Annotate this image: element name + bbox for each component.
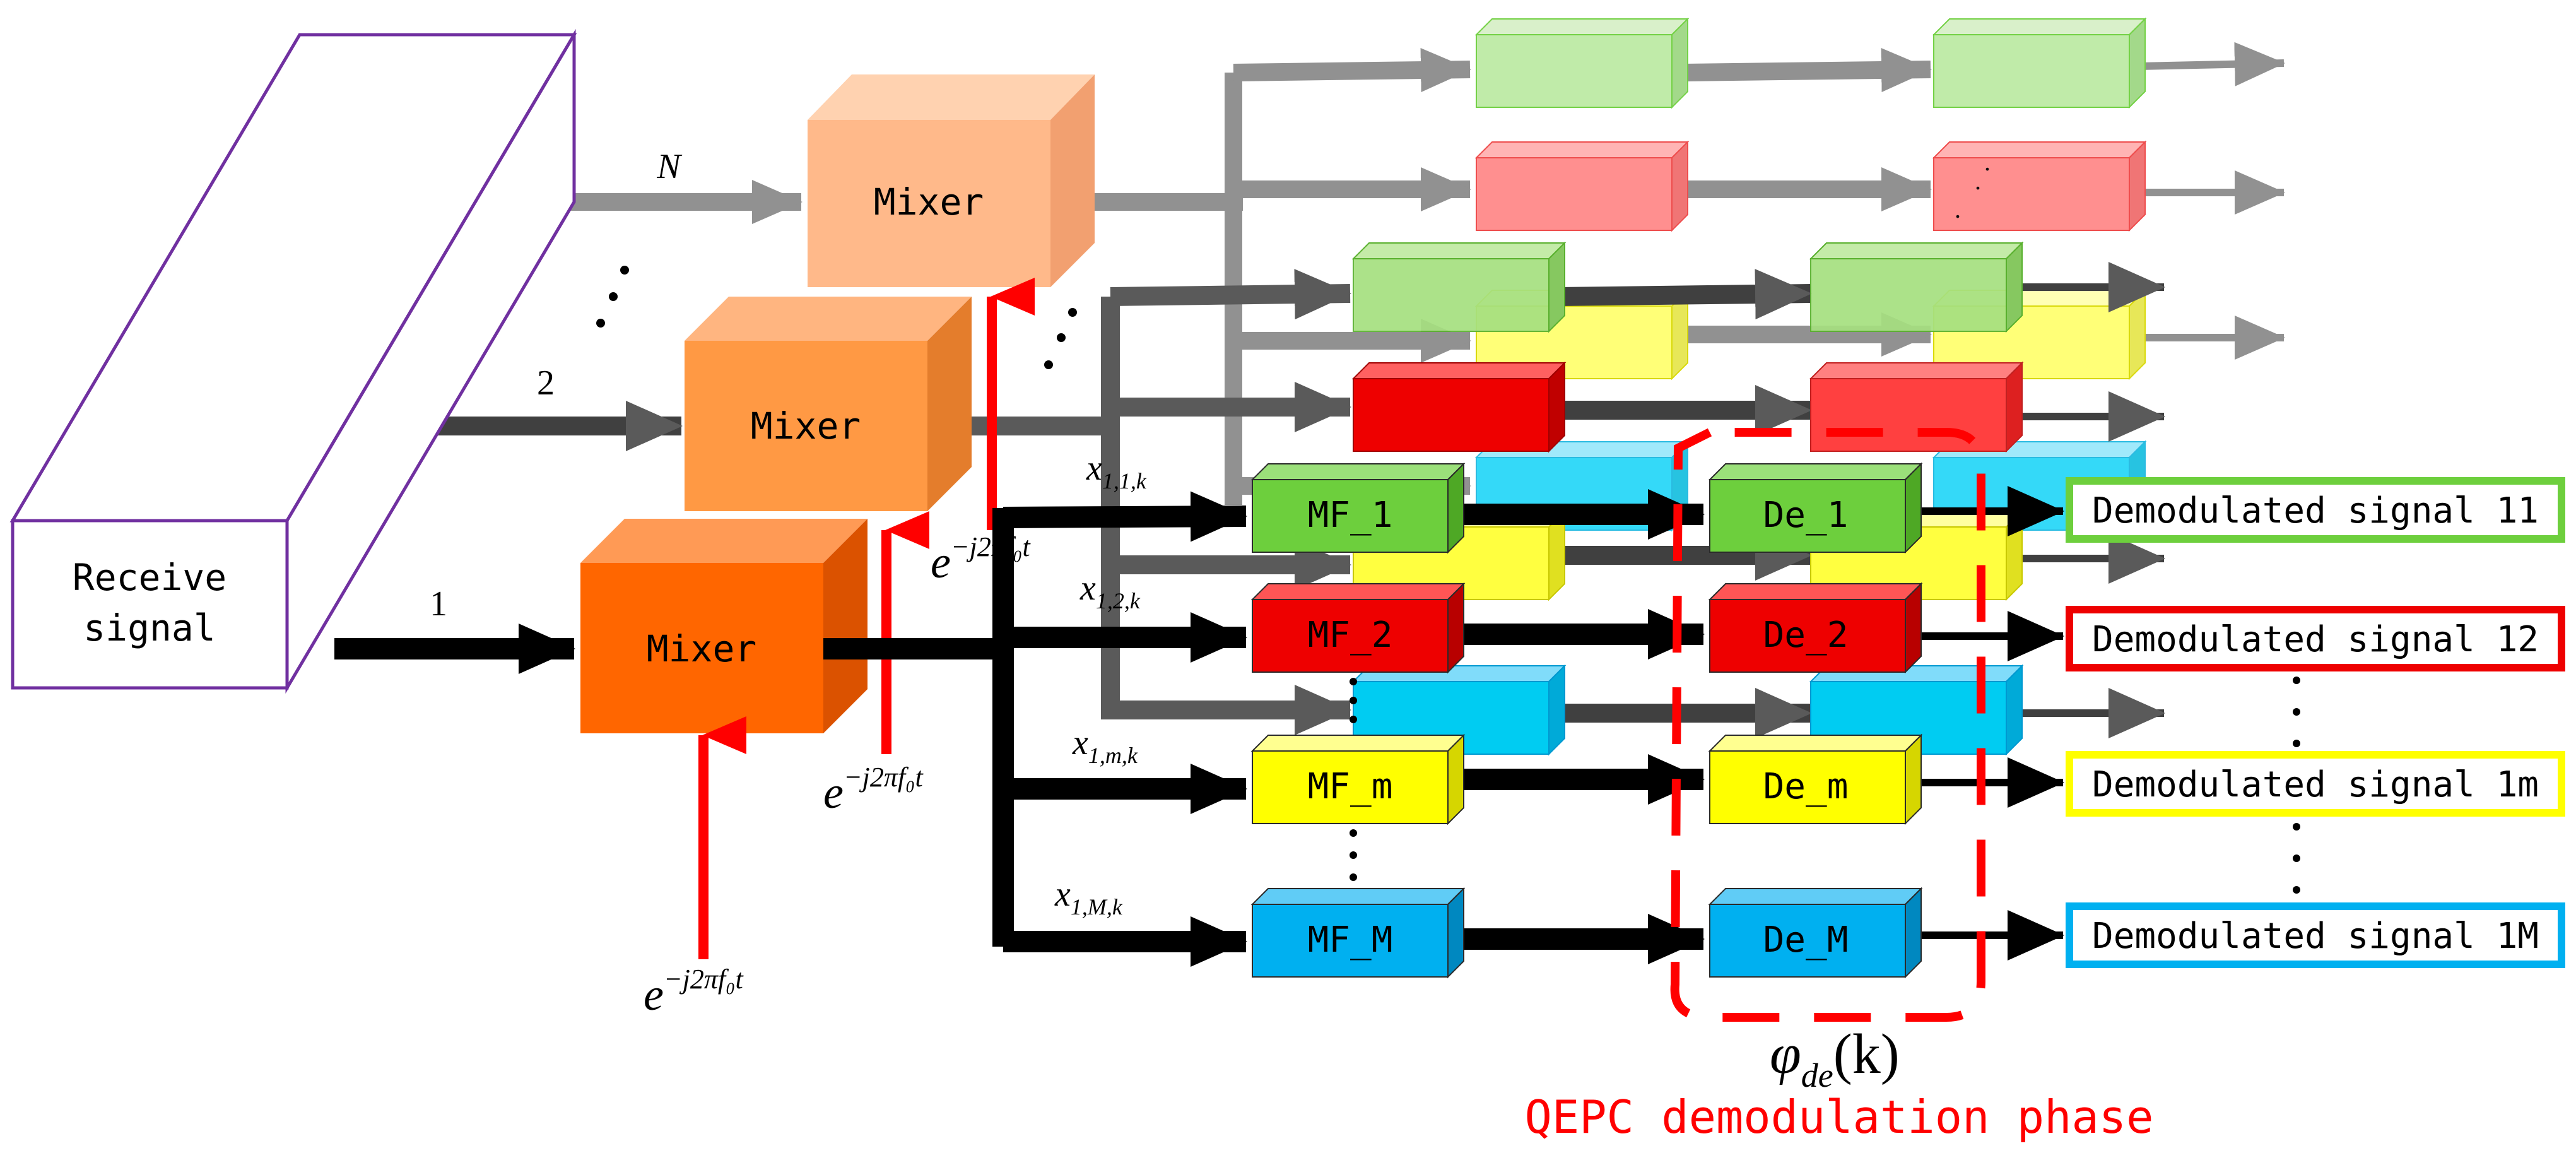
mixer-2-label: Mixer	[751, 405, 861, 447]
de-label-M: De_M	[1763, 919, 1849, 961]
output-box-12: Demodulated signal 12	[2066, 606, 2565, 671]
de-block-m: De_m	[1708, 733, 1923, 825]
de-block-M: De_M	[1708, 887, 1923, 979]
branch-ellipsis-dots	[596, 266, 1077, 369]
mf-block-m: MF_m	[1250, 733, 1466, 825]
output-box-1M: Demodulated signal 1M	[2066, 902, 2565, 968]
mf-label-M: MF_M	[1308, 919, 1393, 961]
osc-label-mixer-2: e−j2πf₀t	[823, 762, 924, 818]
mf-ellipsis-dots	[1350, 678, 1357, 881]
branch-label-n: N	[656, 147, 682, 186]
output-label-1M: Demodulated signal 1M	[2092, 916, 2539, 957]
mf-label-2: MF_2	[1308, 615, 1393, 656]
de-block-2: De_2	[1708, 582, 1923, 674]
osc-label-mixer-1: e−j2πf₀t	[644, 964, 744, 1020]
mid-block-green-2	[1809, 241, 2024, 333]
svg-text:.: .	[1984, 148, 1991, 176]
mf-block-2: MF_2	[1250, 582, 1466, 674]
back-block-green	[1474, 17, 1690, 109]
output-label-1m: Demodulated signal 1m	[2092, 764, 2539, 805]
qepc-phase-bracket	[1670, 428, 1985, 1022]
output-ellipsis-dots	[2293, 677, 2300, 894]
back-block-red-2	[1932, 140, 2147, 232]
qepc-caption: QEPC demodulation phase	[1525, 1091, 2154, 1144]
de-label-2: De_2	[1763, 615, 1849, 656]
mf-label-m: MF_m	[1308, 766, 1393, 807]
mf-block-M: MF_M	[1250, 887, 1466, 979]
de-block-1: De_1	[1708, 462, 1923, 554]
mf-block-1: MF_1	[1250, 462, 1466, 554]
xlabel-12k: x1,2,k	[1079, 569, 1141, 613]
mixer-1: Mixer	[580, 519, 867, 733]
receive-label-line2: signal	[83, 606, 216, 649]
branch-label-1: 1	[430, 584, 447, 624]
mid-block-red	[1351, 361, 1567, 453]
mid-block-green	[1351, 241, 1567, 333]
output-label-12: Demodulated signal 12	[2092, 619, 2539, 660]
svg-text:.: .	[1975, 167, 1981, 195]
output-label-11: Demodulated signal 11	[2092, 490, 2539, 531]
xlabel-1Mk: x1,M,k	[1054, 875, 1123, 919]
branch-1-layer	[334, 486, 2064, 967]
branch-label-2: 2	[537, 364, 555, 403]
svg-text:.: .	[1955, 195, 1961, 223]
mixer-2: Mixer	[685, 297, 972, 511]
phase-label: φde(k)	[1770, 1023, 1900, 1094]
receive-label-line1: Receive	[73, 556, 226, 599]
xlabel-11k: x1,1,k	[1086, 449, 1147, 494]
xlabel-1mk: x1,m,k	[1072, 723, 1138, 768]
mid-block-red-2	[1809, 361, 2024, 453]
mixer-1-label: Mixer	[647, 627, 757, 670]
back-block-red	[1474, 140, 1690, 232]
mf-label-1: MF_1	[1308, 495, 1393, 536]
output-box-11: Demodulated signal 11	[2066, 477, 2565, 543]
output-box-1m: Demodulated signal 1m	[2066, 751, 2565, 817]
back-block-green-2	[1932, 17, 2147, 109]
osc-label-mixer-n: e−j2πf₀t	[931, 531, 1031, 588]
de-label-m: De_m	[1763, 766, 1849, 807]
mixer-n: Mixer	[808, 74, 1095, 287]
de-label-1: De_1	[1763, 495, 1849, 536]
receive-signal-block: Receive signal	[9, 28, 577, 694]
mixer-n-label: Mixer	[874, 180, 984, 223]
